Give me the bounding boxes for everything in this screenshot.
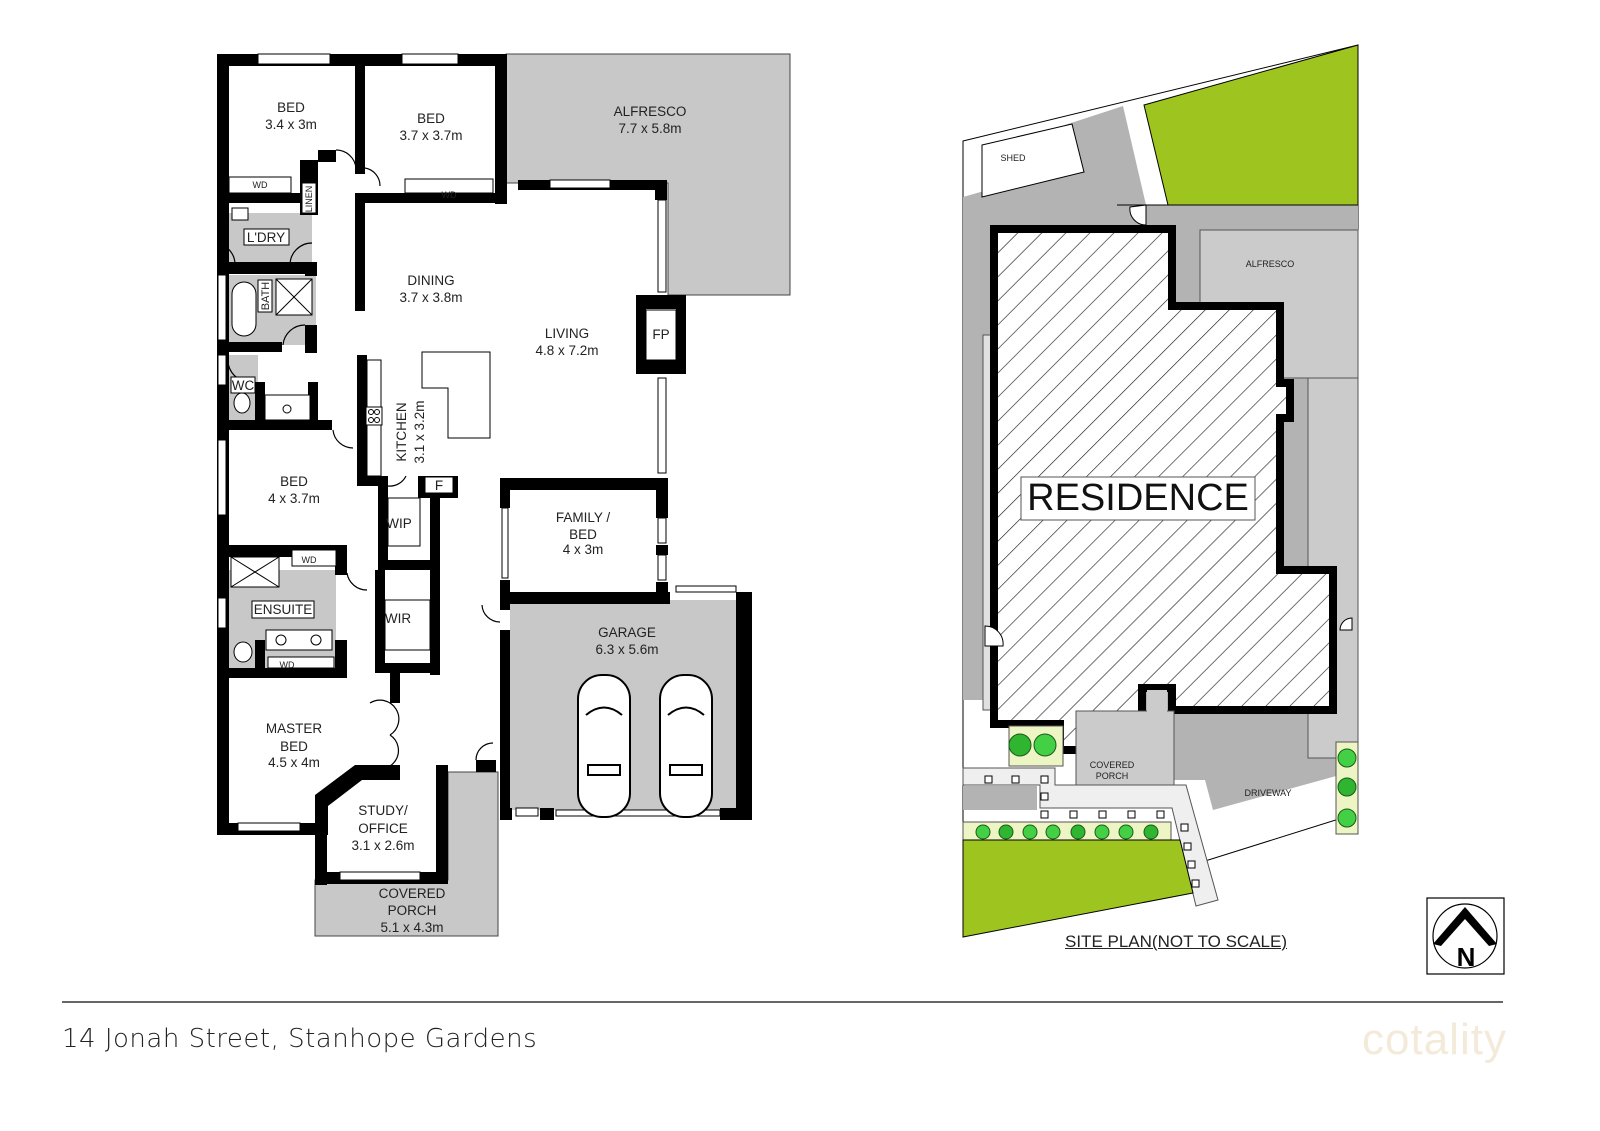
back-lawn (1143, 44, 1359, 206)
car-icons (577, 674, 713, 818)
svg-text:3.7 x 3.8m: 3.7 x 3.8m (399, 290, 462, 305)
svg-text:ALFRESCO: ALFRESCO (1246, 259, 1295, 269)
svg-text:ALFRESCO: ALFRESCO (614, 104, 687, 119)
svg-text:4.5 x 4m: 4.5 x 4m (268, 755, 320, 770)
svg-text:DINING: DINING (407, 273, 454, 288)
svg-text:3.4 x 3m: 3.4 x 3m (265, 117, 317, 132)
svg-text:MASTER: MASTER (266, 721, 323, 736)
svg-text:OFFICE: OFFICE (358, 821, 408, 836)
alfresco-area (505, 53, 791, 296)
svg-text:5.1 x 4.3m: 5.1 x 4.3m (380, 920, 443, 935)
svg-text:BED: BED (280, 739, 308, 754)
svg-text:WD: WD (253, 180, 268, 190)
svg-text:WD: WD (280, 660, 295, 670)
svg-text:N: N (1457, 942, 1476, 972)
svg-text:BATH: BATH (260, 282, 272, 311)
svg-text:GARAGE: GARAGE (598, 625, 656, 640)
svg-text:BED: BED (569, 527, 597, 542)
fixture-labels: WD WD WD WD LINEN L'DRY BATH WC ENSUITE … (230, 180, 670, 670)
floor-plan: BED 3.4 x 3m BED 3.7 x 3.7m ALFRESCO 7.7… (216, 53, 791, 937)
shrub-icons (975, 733, 1357, 840)
svg-text:3.1 x 3.2m: 3.1 x 3.2m (412, 400, 427, 463)
site-covered-porch (1075, 710, 1175, 786)
svg-text:BED: BED (277, 100, 305, 115)
svg-text:RESIDENCE: RESIDENCE (1027, 477, 1249, 519)
doors (216, 149, 501, 770)
svg-text:7.7 x 5.8m: 7.7 x 5.8m (618, 121, 681, 136)
brand-watermark: cotality (1362, 1015, 1507, 1064)
svg-text:WD: WD (442, 190, 457, 200)
svg-text:COVERED: COVERED (1090, 760, 1135, 770)
room-labels: BED 3.4 x 3m BED 3.7 x 3.7m ALFRESCO 7.7… (265, 100, 686, 935)
svg-text:FP: FP (652, 327, 669, 342)
svg-text:WIP: WIP (386, 516, 412, 531)
svg-text:COVERED: COVERED (379, 886, 446, 901)
svg-text:6.3 x 5.6m: 6.3 x 5.6m (595, 642, 658, 657)
north-arrow-icon: N (1426, 897, 1505, 975)
svg-text:F: F (435, 478, 443, 493)
svg-text:PORCH: PORCH (1096, 771, 1129, 781)
front-lawn (962, 839, 1194, 938)
svg-text:DRIVEWAY: DRIVEWAY (1244, 788, 1291, 798)
site-plan: RESIDENCE (962, 44, 1505, 975)
svg-text:ENSUITE: ENSUITE (254, 602, 313, 617)
svg-text:BED: BED (280, 474, 308, 489)
svg-text:L'DRY: L'DRY (247, 230, 285, 245)
windows (217, 53, 737, 881)
svg-text:4 x 3m: 4 x 3m (563, 542, 604, 557)
svg-text:BED: BED (417, 111, 445, 126)
site-plan-caption: SITE PLAN(NOT TO SCALE) (1065, 932, 1288, 951)
svg-text:SHED: SHED (1000, 153, 1026, 163)
svg-text:FAMILY /: FAMILY / (556, 510, 611, 525)
svg-text:PORCH: PORCH (388, 903, 437, 918)
svg-text:WD: WD (302, 555, 317, 565)
svg-text:WIR: WIR (385, 611, 411, 626)
svg-text:3.1 x 2.6m: 3.1 x 2.6m (351, 838, 414, 853)
svg-text:4 x 3.7m: 4 x 3.7m (268, 491, 320, 506)
property-address: 14 Jonah Street, Stanhope Gardens (62, 1024, 538, 1054)
svg-text:3.7 x 3.7m: 3.7 x 3.7m (399, 128, 462, 143)
svg-text:4.8 x 7.2m: 4.8 x 7.2m (535, 343, 598, 358)
svg-text:LIVING: LIVING (545, 326, 589, 341)
svg-text:LINEN: LINEN (304, 186, 314, 213)
svg-text:WC: WC (232, 378, 255, 393)
svg-text:STUDY/: STUDY/ (358, 803, 408, 818)
shed (981, 123, 1085, 198)
svg-text:KITCHEN: KITCHEN (394, 402, 409, 461)
